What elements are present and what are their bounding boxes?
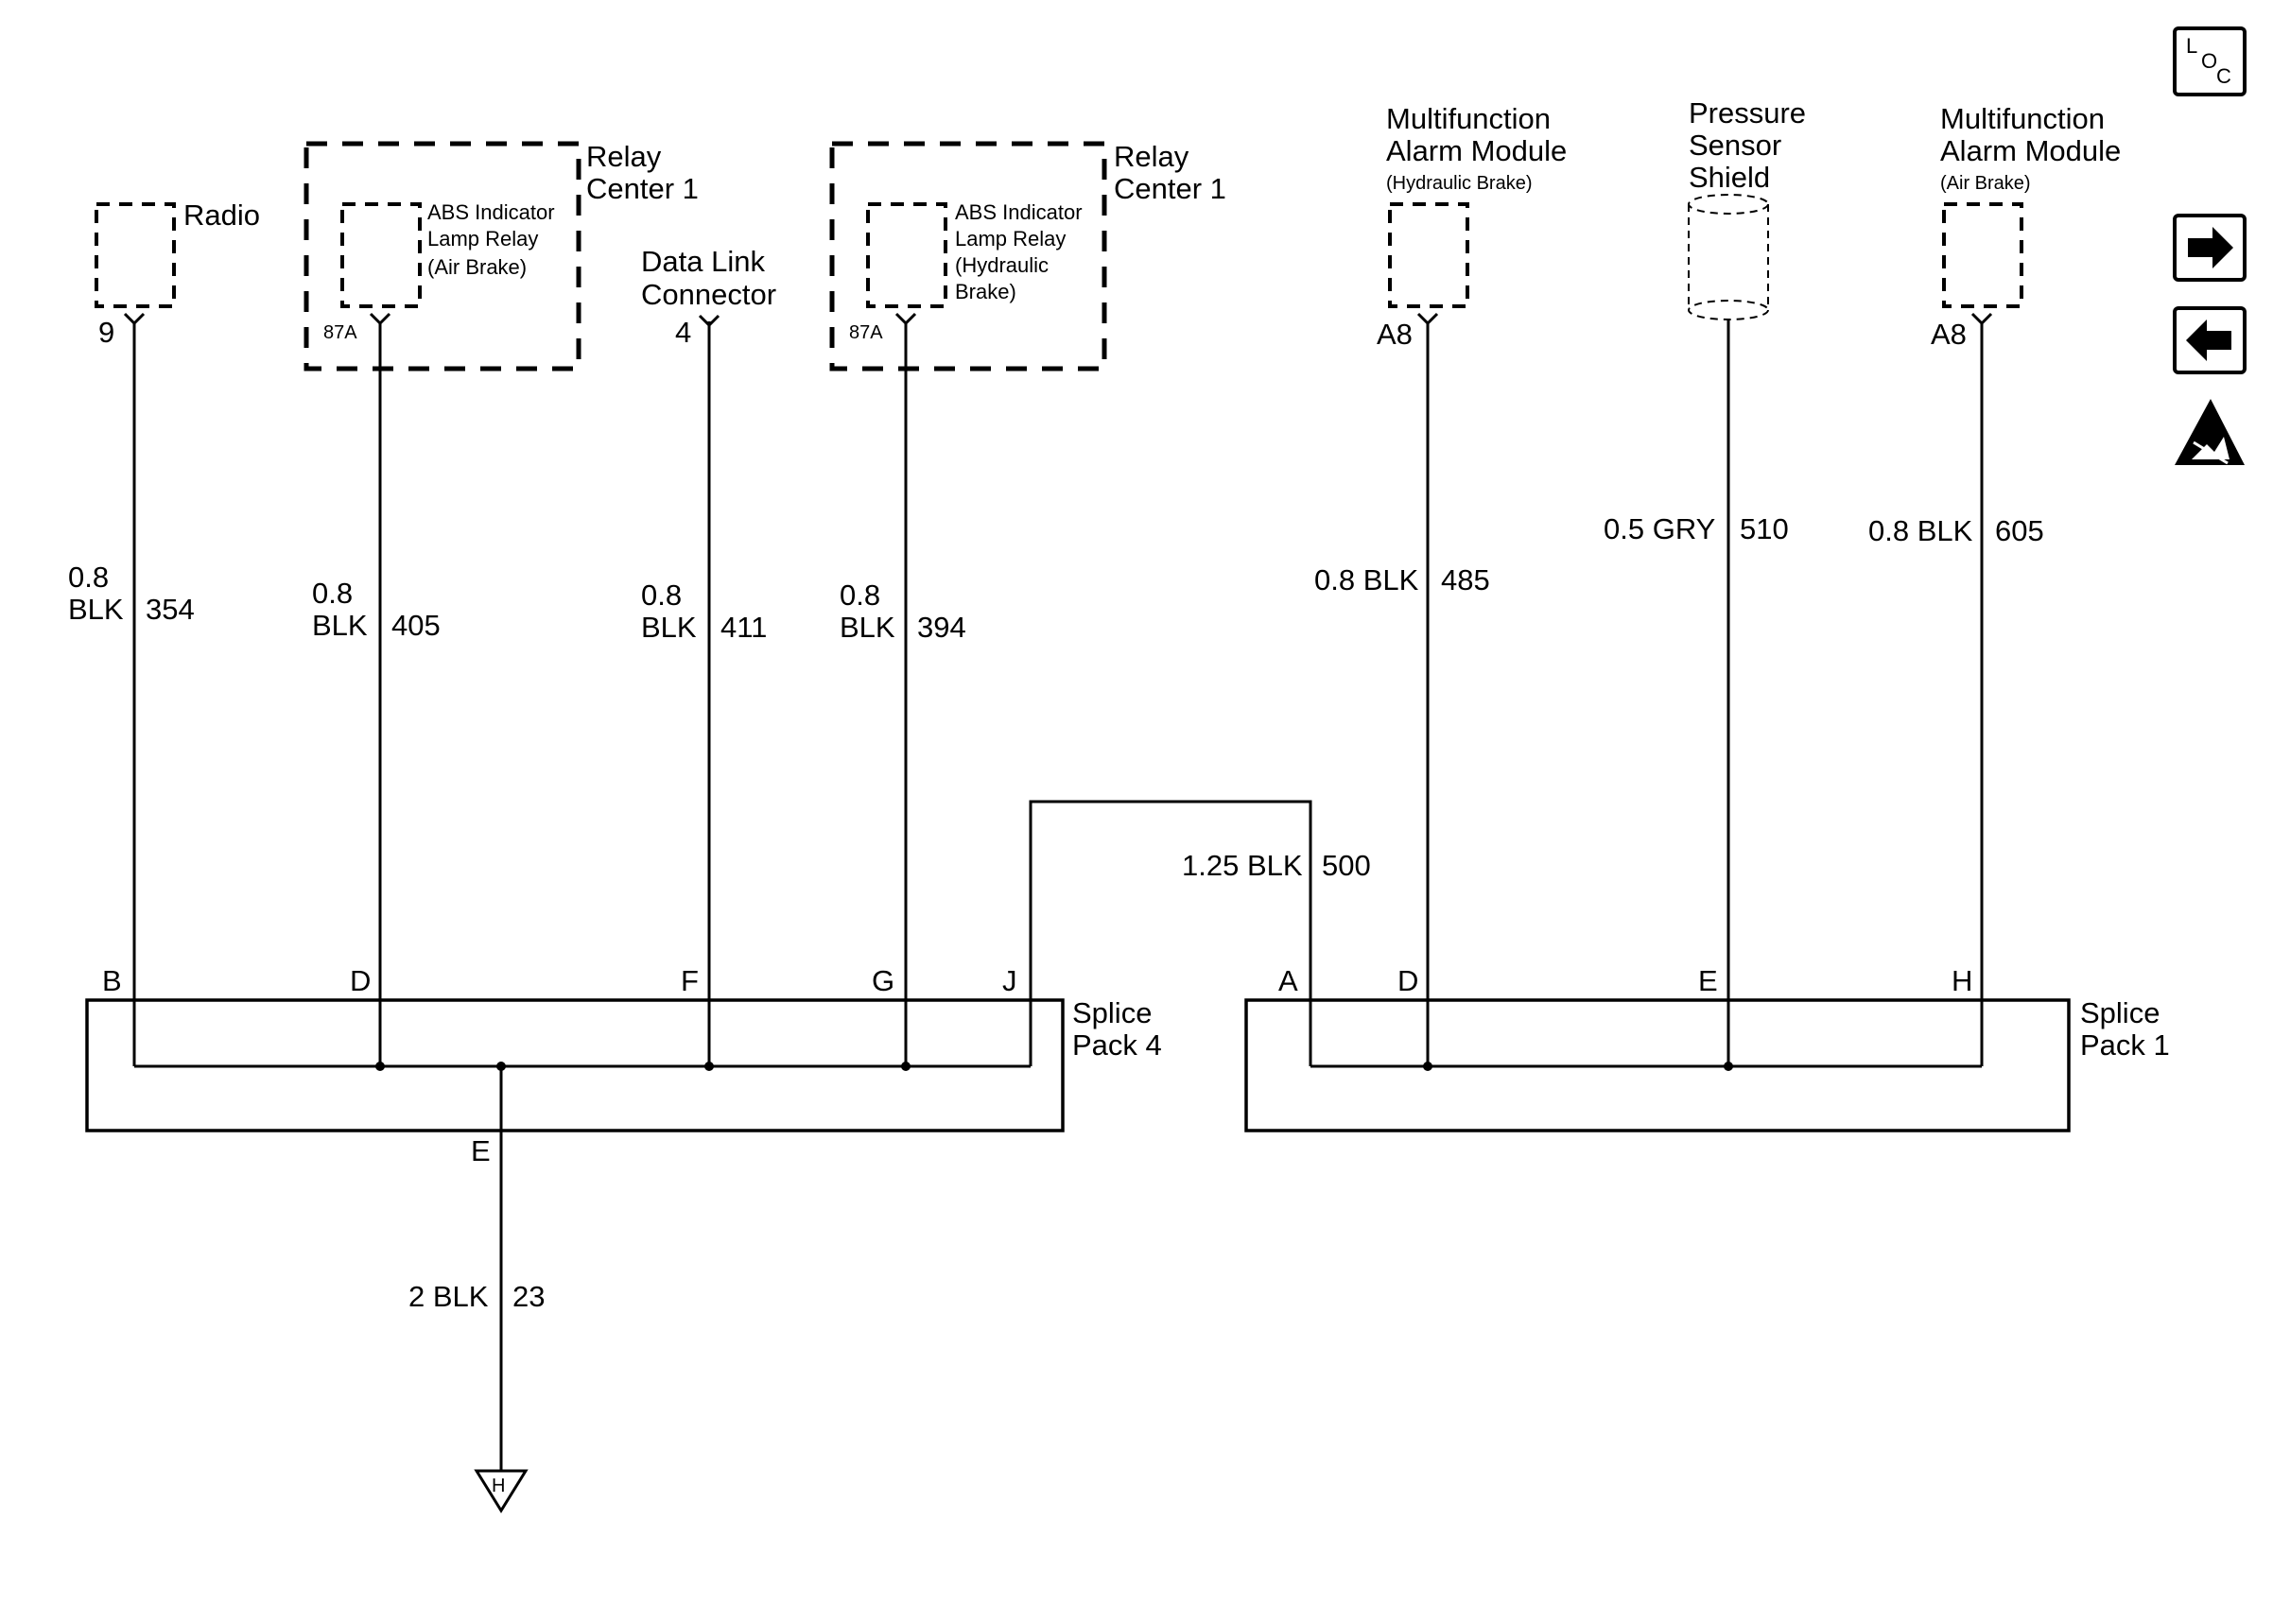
wire-23-label: 2 BLK 23 bbox=[408, 1280, 545, 1313]
radio-label: Radio bbox=[183, 199, 260, 232]
mam-hydraulic: Multifunction Alarm Module (Hydraulic Br… bbox=[1377, 102, 1567, 351]
label-text: Lamp Relay bbox=[955, 227, 1066, 251]
splice-pack-4: Splice Pack 4 B D F G J E bbox=[85, 964, 1162, 1167]
wire-394-label: 0.8 BLK 394 bbox=[840, 579, 966, 644]
label-text: 0.8 bbox=[840, 579, 880, 612]
wire-510-label: 0.5 GRY 510 bbox=[1604, 512, 1789, 545]
label-text: H bbox=[1952, 964, 1972, 997]
label-text: Brake) bbox=[955, 280, 1016, 303]
label-text: Pressure bbox=[1689, 96, 1806, 130]
label-text: BLK bbox=[840, 611, 895, 644]
label-text: 354 bbox=[146, 593, 195, 626]
label-text: 1.25 BLK bbox=[1182, 849, 1303, 882]
relay-center-air: Relay Center 1 ABS Indicator Lamp Relay … bbox=[304, 140, 699, 371]
label-text: 0.8 bbox=[68, 561, 109, 594]
ground-symbol: H bbox=[474, 1469, 529, 1513]
label-text: D bbox=[1397, 964, 1418, 997]
label-text: Center 1 bbox=[586, 172, 699, 205]
mam-air: Multifunction Alarm Module (Air Brake) A… bbox=[1931, 102, 2121, 351]
label-text: D bbox=[350, 964, 371, 997]
label-text: Shield bbox=[1689, 161, 1770, 194]
label-text: 394 bbox=[917, 611, 966, 644]
dlc-pin: 4 bbox=[675, 316, 691, 349]
label-text: 485 bbox=[1441, 563, 1490, 596]
label-text: Relay bbox=[1114, 140, 1189, 173]
label-text: Lamp Relay bbox=[427, 227, 538, 251]
label-text: Pack 4 bbox=[1072, 1028, 1162, 1062]
label-text: Multifunction bbox=[1940, 102, 2105, 135]
label-text: 500 bbox=[1322, 849, 1371, 882]
label-text: 0.8 BLK bbox=[1314, 563, 1419, 596]
label-text: BLK bbox=[312, 609, 368, 642]
label-text: L bbox=[2186, 34, 2197, 58]
label-text: 0.8 BLK bbox=[1868, 514, 1973, 547]
label-text: 2 BLK bbox=[408, 1280, 489, 1313]
label-text: 605 bbox=[1995, 514, 2044, 547]
label-text: 411 bbox=[720, 611, 767, 644]
label-text: ABS Indicator bbox=[427, 200, 555, 224]
label-text: (Air Brake) bbox=[1940, 173, 2031, 194]
arrow-right-icon[interactable] bbox=[2173, 214, 2247, 282]
label-text: BLK bbox=[68, 593, 124, 626]
label-text: Splice bbox=[2080, 996, 2160, 1029]
label-text: 0.8 bbox=[641, 579, 682, 612]
label-text: BLK bbox=[641, 611, 697, 644]
mam-air-pin: A8 bbox=[1931, 318, 1967, 351]
label-text: B bbox=[102, 964, 122, 997]
label-text: 0.5 GRY bbox=[1604, 512, 1715, 545]
radio-component: Radio 9 bbox=[95, 199, 260, 349]
splice-pack-1: Splice Pack 1 A D E H bbox=[1244, 964, 2170, 1132]
label-text: E bbox=[1698, 964, 1718, 997]
label-text: 23 bbox=[512, 1280, 545, 1313]
label-text: A bbox=[1278, 964, 1298, 997]
loc-icon[interactable]: L O C bbox=[2173, 26, 2247, 96]
label-text: ABS Indicator bbox=[955, 200, 1083, 224]
relay-center-hydraulic: Relay Center 1 ABS Indicator Lamp Relay … bbox=[829, 140, 1226, 371]
label-text: 510 bbox=[1740, 512, 1789, 545]
wire-500-label: 1.25 BLK 500 bbox=[1182, 849, 1371, 882]
label-text: J bbox=[1002, 964, 1017, 997]
label-text: C bbox=[2216, 64, 2231, 88]
wire-354-label: 0.8 BLK 354 bbox=[68, 561, 195, 626]
label-text: Pack 1 bbox=[2080, 1028, 2170, 1062]
label-text: F bbox=[681, 964, 699, 997]
label-text: Multifunction bbox=[1386, 102, 1551, 135]
label-text: Relay bbox=[586, 140, 662, 173]
wire-500 bbox=[1029, 800, 1312, 1066]
label-text: H bbox=[492, 1476, 505, 1496]
wire-411-label: 0.8 BLK 411 bbox=[641, 579, 767, 644]
arrow-left-icon[interactable] bbox=[2173, 306, 2247, 374]
relay-hyd-pin: 87A bbox=[849, 322, 883, 343]
radio-pin: 9 bbox=[98, 316, 114, 349]
relay-air-pin: 87A bbox=[323, 322, 357, 343]
label-text: (Hydraulic Brake) bbox=[1386, 173, 1532, 194]
data-link-connector: Data Link Connector 4 bbox=[641, 245, 776, 349]
label-text: Alarm Module bbox=[1386, 134, 1567, 167]
label-text: (Hydraulic bbox=[955, 253, 1049, 277]
wire-485-label: 0.8 BLK 485 bbox=[1314, 563, 1490, 596]
esd-warning-icon bbox=[2175, 399, 2245, 465]
label-text: O bbox=[2201, 49, 2217, 73]
label-text: Connector bbox=[641, 278, 776, 311]
label-text: Sensor bbox=[1689, 129, 1781, 162]
label-text: (Air Brake) bbox=[427, 255, 527, 279]
wire-405-label: 0.8 BLK 405 bbox=[312, 577, 441, 642]
label-text: E bbox=[471, 1134, 491, 1167]
label-text: 405 bbox=[391, 609, 441, 642]
mam-hyd-pin: A8 bbox=[1377, 318, 1413, 351]
wire-605-label: 0.8 BLK 605 bbox=[1868, 514, 2044, 547]
label-text: Splice bbox=[1072, 996, 1152, 1029]
pressure-sensor-shield: Pressure Sensor Shield bbox=[1688, 96, 1806, 320]
label-text: 0.8 bbox=[312, 577, 353, 610]
label-text: Center 1 bbox=[1114, 172, 1226, 205]
label-text: G bbox=[872, 964, 894, 997]
label-text: Alarm Module bbox=[1940, 134, 2121, 167]
label-text: Data Link bbox=[641, 245, 765, 278]
